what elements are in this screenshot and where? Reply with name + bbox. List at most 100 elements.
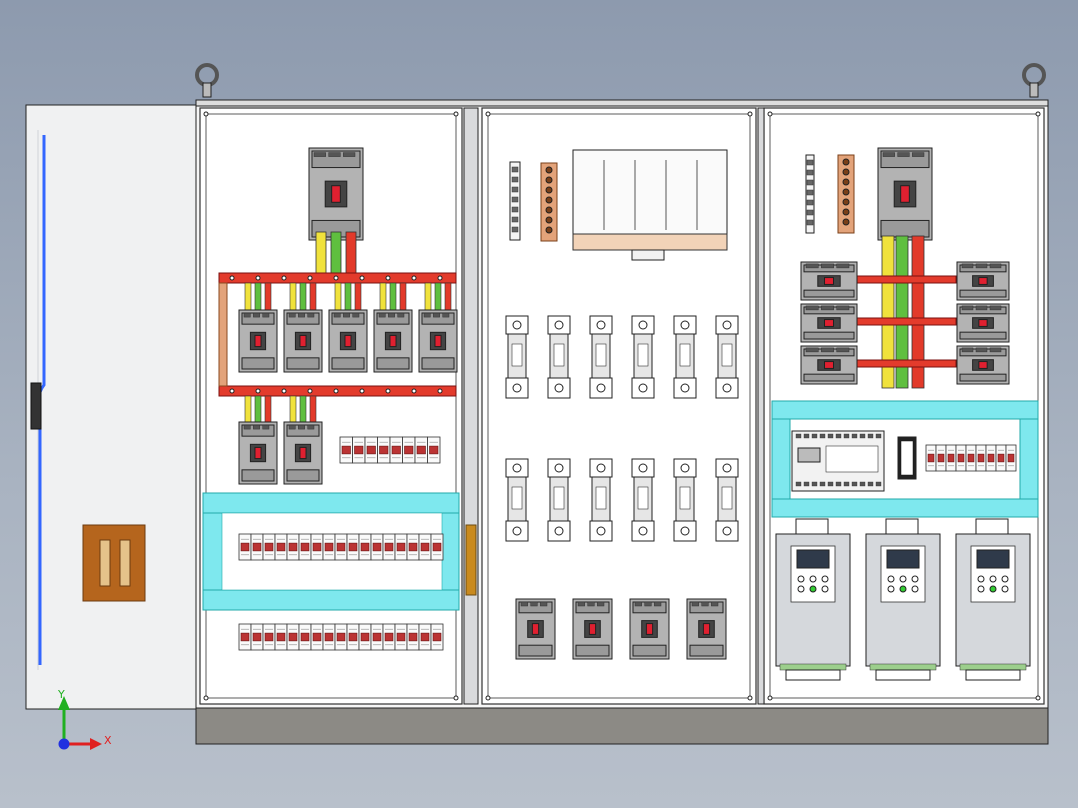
fuse-label [553, 486, 565, 510]
terminal-block-row [238, 623, 444, 651]
lifting-eye [1022, 63, 1046, 98]
wiring-duct-right [440, 512, 460, 591]
drive-key [809, 585, 817, 593]
bar-hole [545, 186, 553, 194]
mcb-toggle [384, 632, 394, 642]
fuse-label [721, 343, 733, 367]
phase-link [254, 395, 262, 425]
terminal-screw [587, 601, 595, 607]
terminal-screw [989, 305, 1002, 311]
mcb-toggle [396, 542, 406, 552]
lifting-eye-ring [195, 63, 219, 87]
bar-hole [842, 178, 850, 186]
busbar-bolt [359, 388, 365, 394]
busbar-bolt [255, 275, 261, 281]
terminal-screw [961, 347, 974, 353]
breaker-bottom-terminals [421, 357, 455, 370]
mcb-toggle [252, 632, 262, 642]
mcb-toggle [341, 445, 351, 455]
wiring-duct-right [1019, 418, 1039, 500]
terminal-screw [897, 152, 910, 157]
x-axis-head [90, 738, 102, 750]
fuse-label [679, 343, 691, 367]
drive-key [887, 585, 895, 593]
terminal-screw [975, 305, 988, 311]
fuse-disconnect [715, 458, 739, 542]
plc-terminal [803, 481, 810, 487]
terminal-screw [307, 424, 315, 430]
mcb-toggle [336, 542, 346, 552]
mcb-toggle [391, 445, 401, 455]
feeder-breaker [686, 598, 727, 660]
plc-terminal [811, 433, 818, 439]
door-lock [30, 382, 42, 430]
breaker-toggle [434, 334, 442, 348]
terminal-point [806, 209, 814, 216]
mcb-toggle [947, 453, 955, 463]
terminal-screw [313, 152, 326, 157]
drive-key [1001, 575, 1009, 583]
breaker-toggle [531, 623, 540, 635]
terminal-screw [836, 347, 850, 353]
terminal-screw [805, 347, 819, 353]
outgoing-breaker [328, 309, 368, 373]
fuse-screw [680, 383, 690, 393]
fuse-label [595, 343, 607, 367]
terminal-screw [821, 347, 834, 353]
y-axis-label: Y [57, 688, 65, 701]
plc-terminal [851, 481, 858, 487]
bar-hole [545, 166, 553, 174]
mounting-hole [767, 111, 773, 117]
mcb-toggle [987, 453, 995, 463]
breaker-bottom-terminals [286, 469, 320, 482]
mcb-toggle [957, 453, 965, 463]
motor-breaker-right [956, 303, 1010, 343]
wiring-duct-bottom [202, 589, 460, 611]
fuse-disconnect [673, 315, 697, 399]
fuse-screw [722, 383, 732, 393]
drive-key [1001, 585, 1009, 593]
busbar-bolt [229, 388, 235, 394]
terminal-screw [577, 601, 585, 607]
breaker-toggle [824, 361, 834, 369]
terminal-screw [836, 263, 850, 269]
outgoing-breaker [283, 421, 323, 485]
drive-bottom-terminals [785, 669, 841, 681]
meter-base [572, 233, 728, 251]
terminal-point [806, 159, 814, 166]
busbar-bolt [385, 275, 391, 281]
fuse-screw [512, 383, 522, 393]
feeder-breaker [629, 598, 670, 660]
plc-terminal [875, 481, 882, 487]
fuse-disconnect [505, 315, 529, 399]
mcb-toggle [324, 542, 334, 552]
busbar-bolt [333, 275, 339, 281]
phase-link [244, 395, 252, 425]
door-document-pocket [82, 524, 146, 602]
bar-hole [842, 208, 850, 216]
terminal-screw [644, 601, 652, 607]
drive-key [899, 585, 907, 593]
terminal-screw [243, 312, 251, 318]
terminal-point [806, 169, 814, 176]
busbar-bolt [281, 388, 287, 394]
terminal-screw [989, 263, 1002, 269]
mcb-toggle [372, 542, 382, 552]
mcb-toggle [360, 542, 370, 552]
breaker-bottom-terminals [959, 373, 1007, 382]
fuse-screw [512, 463, 522, 473]
meter-block [572, 149, 728, 261]
plc-controller [791, 430, 885, 492]
vertical-phase-bar [881, 235, 895, 389]
fuse-disconnect [673, 458, 697, 542]
drive-top-terminals [795, 518, 829, 536]
breaker-toggle [254, 446, 262, 460]
fuse-disconnect [589, 458, 613, 542]
fuse-label [679, 486, 691, 510]
plc-terminal [795, 433, 802, 439]
breaker-bottom-terminals [331, 357, 365, 370]
fuse-disconnect [547, 315, 571, 399]
din-rail-mcb-row [339, 436, 441, 464]
